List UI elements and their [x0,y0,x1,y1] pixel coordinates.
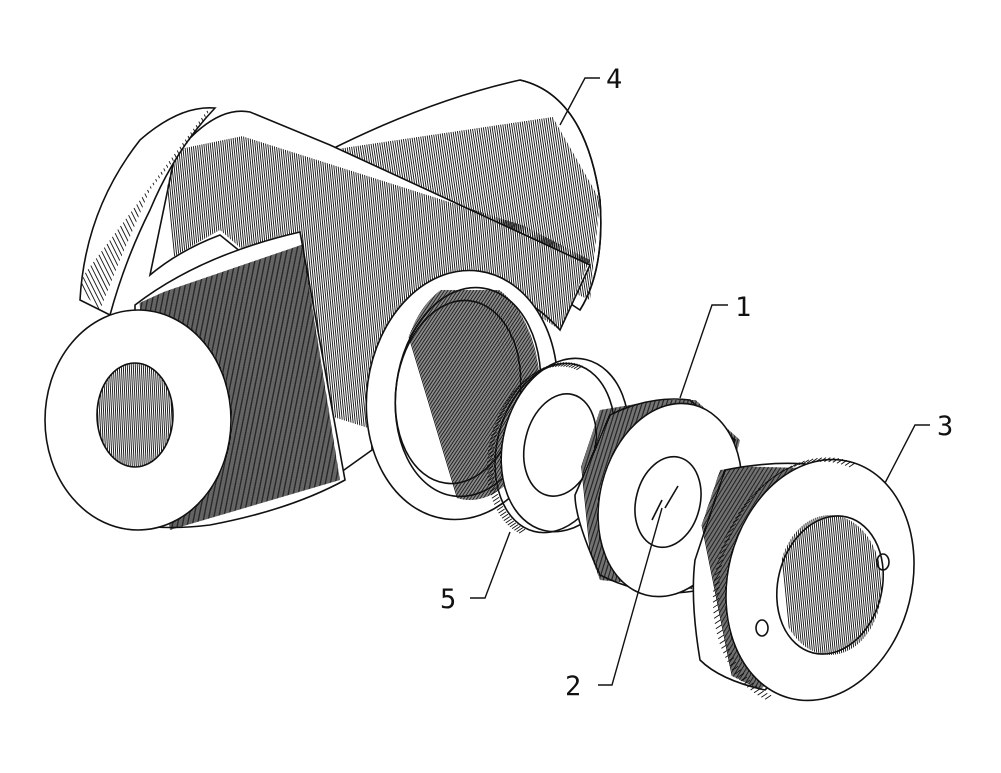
label-part-5: 5 [440,584,456,615]
callout-part-4: 4 [559,64,622,126]
part-2-marks [651,485,679,521]
label-part-3: 3 [937,411,953,442]
label-part-4: 4 [606,64,622,95]
callout-part-3: 3 [884,411,953,484]
label-part-1: 1 [735,292,751,323]
callout-part-5: 5 [440,531,511,615]
callout-part-2: 2 [565,507,663,702]
part-3-flanged-ring [690,457,915,702]
callout-part-1: 1 [679,292,751,399]
label-part-2: 2 [565,671,581,702]
